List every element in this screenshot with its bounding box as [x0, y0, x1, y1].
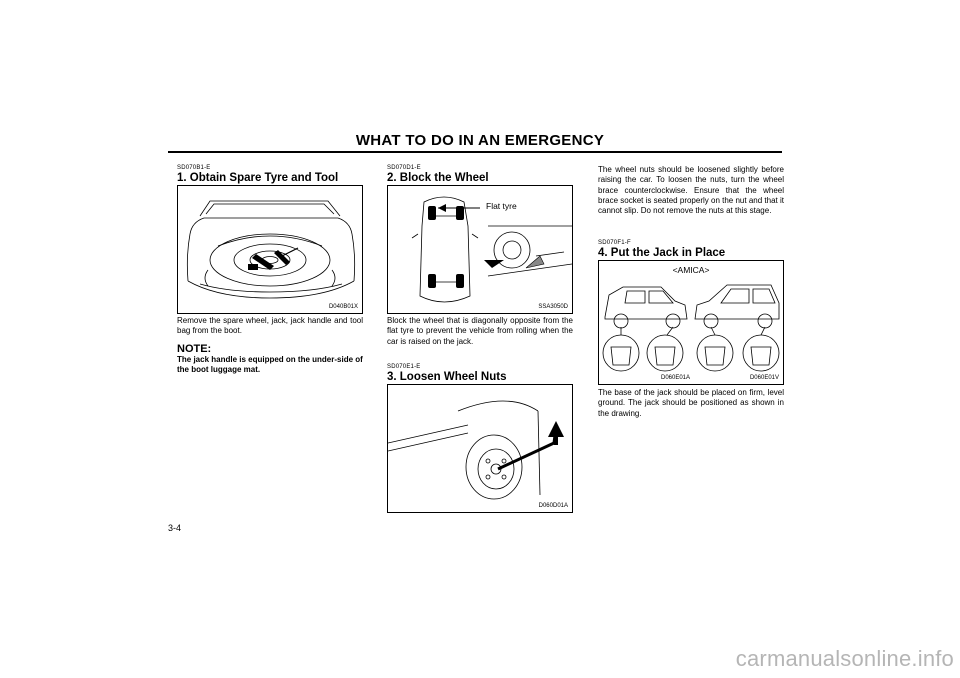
section3-code: SD070E1-E — [387, 364, 421, 370]
model-label: <AMICA> — [672, 265, 710, 275]
figure-code-left: D060E01A — [661, 375, 691, 381]
block-wheel-figure: Flat tyre SSA3050D — [387, 185, 573, 314]
section2-text: Block the wheel that is diagonally oppos… — [387, 316, 573, 346]
wheel-brace-illustration — [388, 400, 564, 500]
header-rule — [168, 151, 782, 153]
section2-code: SD070D1-E — [387, 165, 421, 171]
boot-spare-wheel-illustration — [186, 200, 356, 299]
section1-text: Remove the spare wheel, jack, jack handl… — [177, 316, 363, 336]
jack-points-illustration — [602, 284, 780, 372]
figure-code: D040B01X — [328, 304, 358, 310]
figure-code-right: D060E01V — [749, 375, 779, 381]
section4-title: 4. Put the Jack in Place — [598, 247, 726, 259]
section4-code: SD070F1-F — [598, 240, 631, 246]
note-text: The jack handle is equipped on the under… — [177, 355, 363, 375]
section1-title: 1. Obtain Spare Tyre and Tool — [177, 172, 339, 184]
figure-code: SSA3050D — [538, 304, 568, 310]
section1-code: SD070B1-E — [177, 165, 211, 171]
section4-text: The base of the jack should be placed on… — [598, 388, 784, 418]
car-top-view-illustration — [411, 196, 572, 303]
spare-tyre-figure: D040B01X — [177, 185, 363, 314]
figure-code: D060D01A — [538, 503, 568, 509]
section3-title: 3. Loosen Wheel Nuts — [387, 371, 507, 383]
watermark-logo: carmanualsonline.info — [735, 646, 954, 671]
loosen-nuts-figure: D060D01A — [387, 384, 573, 513]
note-label: NOTE: — [177, 343, 212, 355]
page-number: 3-4 — [168, 523, 182, 533]
section2-title: 2. Block the Wheel — [387, 172, 489, 184]
loosen-nuts-text: The wheel nuts should be loosened slight… — [598, 165, 784, 216]
page-header-title: WHAT TO DO IN AN EMERGENCY — [355, 132, 605, 149]
flat-tyre-label: Flat tyre — [486, 201, 517, 211]
jack-position-figure: <AMICA> D060E01A D060E01V — [598, 260, 784, 385]
